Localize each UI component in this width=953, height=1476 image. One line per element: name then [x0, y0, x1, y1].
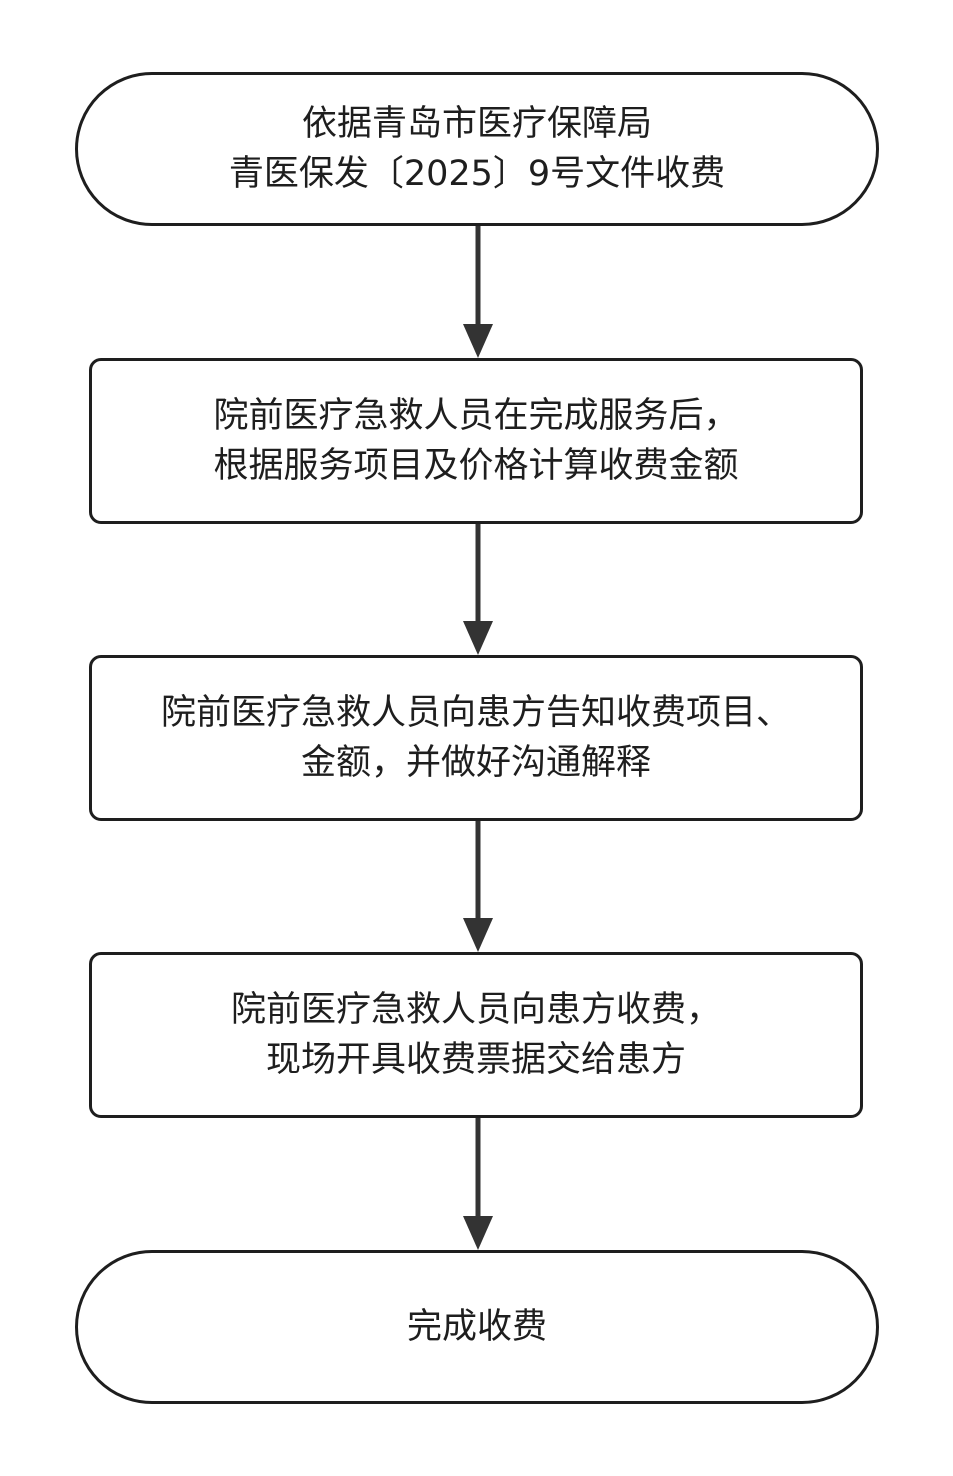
process-step-inform-patient: 院前医疗急救人员向患方告知收费项目、 金额，并做好沟通解释 [89, 655, 863, 821]
process-step-collect-and-issue-receipt: 院前医疗急救人员向患方收费， 现场开具收费票据交给患方 [89, 952, 863, 1118]
start-terminator: 依据青岛市医疗保障局 青医保发〔2025〕9号文件收费 [75, 72, 879, 226]
step-1-text-line-1: 院前医疗急救人员在完成服务后， [213, 396, 739, 436]
end-terminator: 完成收费 [75, 1250, 879, 1404]
step-3-text-line-1: 院前医疗急救人员向患方收费， [230, 990, 721, 1030]
step-1-text-line-2: 根据服务项目及价格计算收费金额 [213, 446, 739, 486]
step-3-text-line-2: 现场开具收费票据交给患方 [265, 1040, 686, 1080]
start-text-line-1: 依据青岛市医疗保障局 [301, 104, 652, 144]
arrow-start-to-step1 [463, 226, 493, 358]
arrow-step3-to-end [463, 1118, 493, 1250]
step-2-text-line-2: 金额，并做好沟通解释 [300, 743, 651, 783]
start-text-line-2: 青医保发〔2025〕9号文件收费 [228, 154, 726, 194]
step-2-text-line-1: 院前医疗急救人员向患方告知收费项目、 [160, 693, 791, 733]
process-step-calculate-fee: 院前医疗急救人员在完成服务后， 根据服务项目及价格计算收费金额 [89, 358, 863, 524]
arrow-step2-to-step3 [463, 821, 493, 952]
end-text: 完成收费 [406, 1307, 547, 1347]
arrow-step1-to-step2 [463, 524, 493, 655]
